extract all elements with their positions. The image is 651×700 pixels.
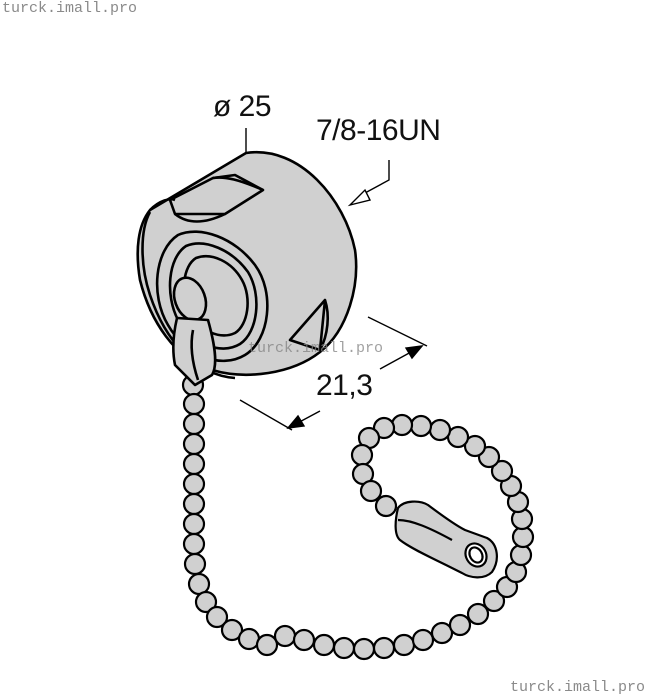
diameter-label: ø 25 xyxy=(213,90,272,123)
thread-label: 7/8-16UN xyxy=(316,114,441,147)
cap-body xyxy=(136,150,358,387)
length-label: 21,3 xyxy=(316,369,373,402)
chain-end-tab xyxy=(394,500,498,579)
dimension-lines xyxy=(239,128,428,431)
bead-chain-left xyxy=(181,373,535,661)
watermark-bottom: turck.imall.pro xyxy=(509,679,645,696)
watermark-center: turck.imall.pro xyxy=(248,340,384,357)
watermark-top: turck.imall.pro xyxy=(2,0,138,17)
